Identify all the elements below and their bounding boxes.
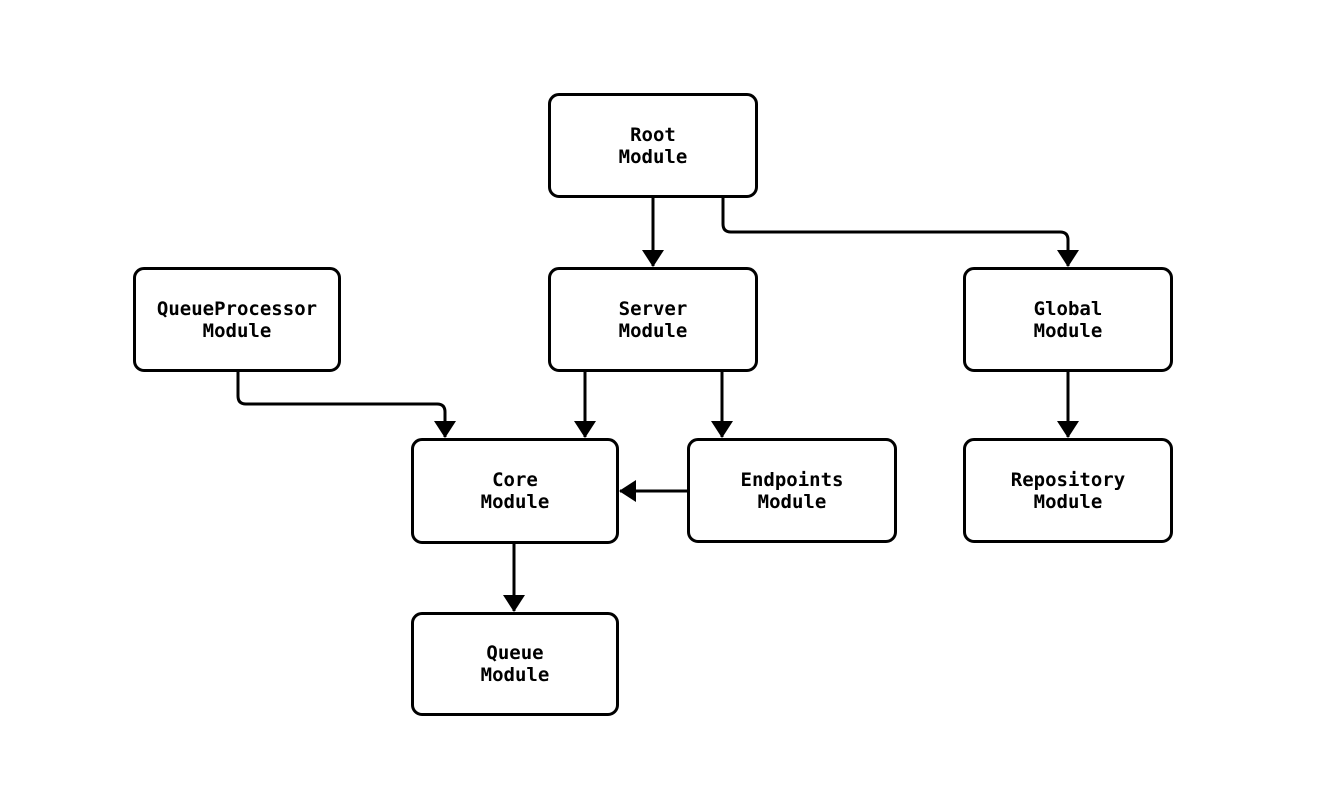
node-root-module: Root Module — [548, 93, 758, 198]
node-label-line: Repository — [1010, 468, 1126, 491]
node-global-module: Global Module — [963, 267, 1173, 372]
node-label-line: Server — [618, 297, 688, 320]
node-label-line: Module — [480, 664, 550, 686]
node-label-line: Global — [1033, 297, 1103, 320]
node-label-line: Module — [618, 145, 688, 168]
node-label-line: Core — [492, 469, 538, 491]
node-core-module: Core Module — [411, 438, 619, 544]
node-label-line: Queue — [486, 642, 544, 664]
node-label-line: Module — [480, 491, 550, 513]
node-label-line: Module — [1033, 319, 1103, 342]
node-queue-module: Queue Module — [411, 612, 619, 716]
node-label-line: Module — [757, 490, 827, 513]
node-label-line: QueueProcessor — [156, 297, 318, 320]
node-repository-module: Repository Module — [963, 438, 1173, 543]
node-label-line: Root — [630, 123, 676, 146]
edge-queueprocessor-to-core — [236, 372, 456, 438]
node-label-line: Module — [618, 319, 688, 342]
node-label-line: Module — [1033, 490, 1103, 513]
node-label-line: Module — [202, 319, 272, 342]
node-queueprocessor-module: QueueProcessor Module — [133, 267, 341, 372]
edge-root-to-global — [721, 198, 1079, 267]
node-label-line: Endpoints — [740, 468, 844, 491]
node-endpoints-module: Endpoints Module — [687, 438, 897, 543]
node-server-module: Server Module — [548, 267, 758, 372]
